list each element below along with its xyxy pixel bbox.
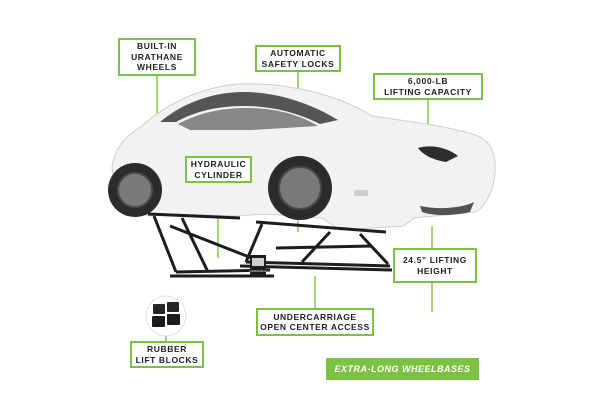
car-headlight (418, 146, 458, 162)
block-4 (167, 314, 180, 325)
car-window-lower (178, 108, 318, 130)
car-window (160, 92, 338, 124)
callout-line: BUILT-IN (136, 41, 178, 52)
block-2 (167, 302, 179, 312)
callout-urethane-wheels: BUILT-IN URATHANE WHEELS (118, 38, 196, 76)
callout-hydraulic-cylinder: HYDRAULIC CYLINDER (185, 156, 252, 183)
callout-line: LIFT BLOCKS (135, 354, 199, 365)
callout-line: 24.5” LIFTING (402, 255, 467, 265)
lift-scissor-rear (152, 215, 271, 274)
callout-line: RUBBER (147, 344, 187, 354)
callout-lifting-capacity: 6,000-LB LIFTING CAPACITY (373, 73, 483, 100)
car-fog-light (354, 190, 368, 196)
callout-line: 6,000-LB (407, 76, 449, 86)
rubber-blocks-graphic (145, 295, 187, 337)
callout-undercarriage-access: UNDERCARRIAGE OPEN CENTER ACCESS (256, 308, 374, 336)
lift-rail-front (255, 220, 387, 234)
lift-label-plate (252, 258, 264, 266)
block-1 (153, 304, 165, 314)
callout-lifting-height: 24.5” LIFTING HEIGHT (393, 248, 477, 283)
callout-safety-locks: AUTOMATIC SAFETY LOCKS (255, 45, 341, 72)
callout-rubber-lift-blocks: RUBBER LIFT BLOCKS (130, 341, 204, 368)
callout-line: WHEELS (137, 62, 177, 73)
car-rear-rim (117, 172, 153, 208)
callout-line: URATHANE (131, 51, 183, 62)
car-illustration (108, 83, 496, 231)
car-grille (420, 202, 474, 215)
lift-scissor-front (244, 223, 391, 268)
lift-brand-label: QUICKJACK (249, 269, 266, 273)
callout-line: LIFTING CAPACITY (384, 86, 472, 97)
extra-long-wheelbases-banner: EXTRA-LONG WHEELBASES (326, 358, 479, 380)
block-3 (152, 316, 165, 327)
callout-line: OPEN CENTER ACCESS (260, 322, 370, 332)
callout-line: CYLINDER (194, 169, 243, 180)
car-front-rim (278, 166, 322, 210)
callout-line: AUTOMATIC (270, 48, 326, 58)
callout-line: HEIGHT (417, 265, 453, 276)
callout-line: SAFETY LOCKS (261, 58, 335, 69)
callout-line: UNDERCARRIAGE (273, 311, 357, 322)
callout-line: HYDRAULIC (190, 159, 247, 169)
lift-rail-rear (147, 212, 241, 220)
